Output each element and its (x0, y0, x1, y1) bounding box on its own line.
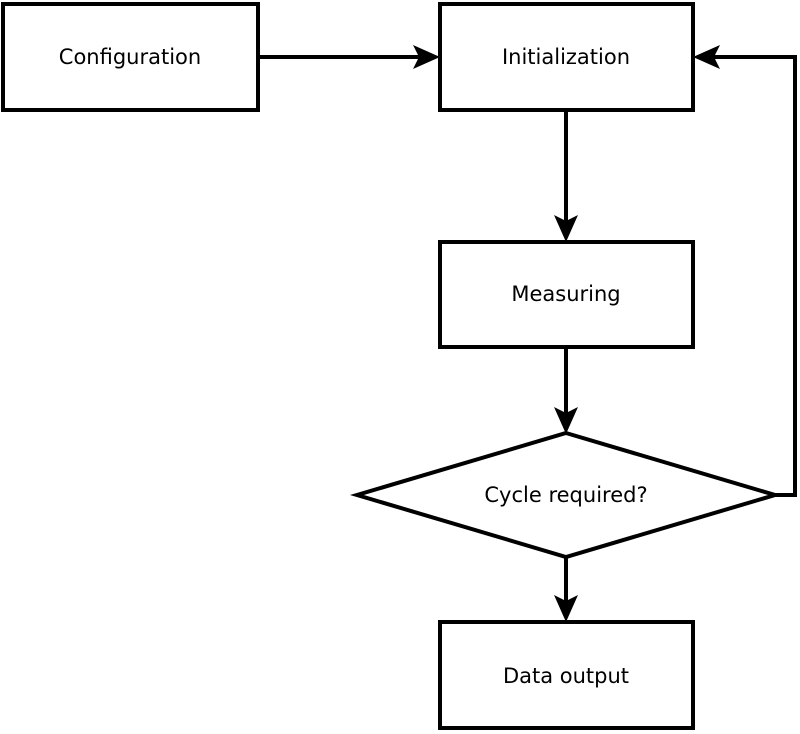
node-shape-rectangle[interactable] (438, 2, 695, 112)
node-shape-rectangle[interactable] (438, 620, 695, 730)
edge-cycle-required-to-initialization-feedback (693, 45, 797, 497)
edge-measuring-to-cycle-required (554, 347, 578, 434)
arrow-head-down-icon (554, 595, 578, 622)
node-measuring[interactable]: Measuring (438, 240, 695, 349)
node-label: Data output (503, 664, 629, 688)
node-label: Initialization (502, 45, 630, 69)
node-label: Measuring (511, 282, 620, 306)
arrow-head-left-icon (693, 45, 720, 69)
node-shape-rectangle[interactable] (438, 240, 695, 349)
node-configuration[interactable]: Configuration (1, 2, 260, 112)
arrow-head-down-icon (554, 407, 578, 434)
edge-line (709, 55, 797, 497)
edge-configuration-to-initialization (258, 45, 440, 69)
node-label: Cycle required? (484, 483, 647, 507)
edge-initialization-to-measuring (554, 110, 578, 242)
node-initialization[interactable]: Initialization (438, 2, 695, 112)
node-shape-rectangle[interactable] (1, 2, 260, 112)
node-data-output[interactable]: Data output (438, 620, 695, 730)
node-shape-diamond[interactable] (349, 430, 783, 560)
arrow-head-right-icon (413, 45, 440, 69)
arrow-head-down-icon (554, 215, 578, 242)
node-label: Configuration (59, 45, 201, 69)
edge-cycle-required-to-data-output (554, 556, 578, 622)
node-cycle-required[interactable]: Cycle required? (349, 430, 783, 560)
